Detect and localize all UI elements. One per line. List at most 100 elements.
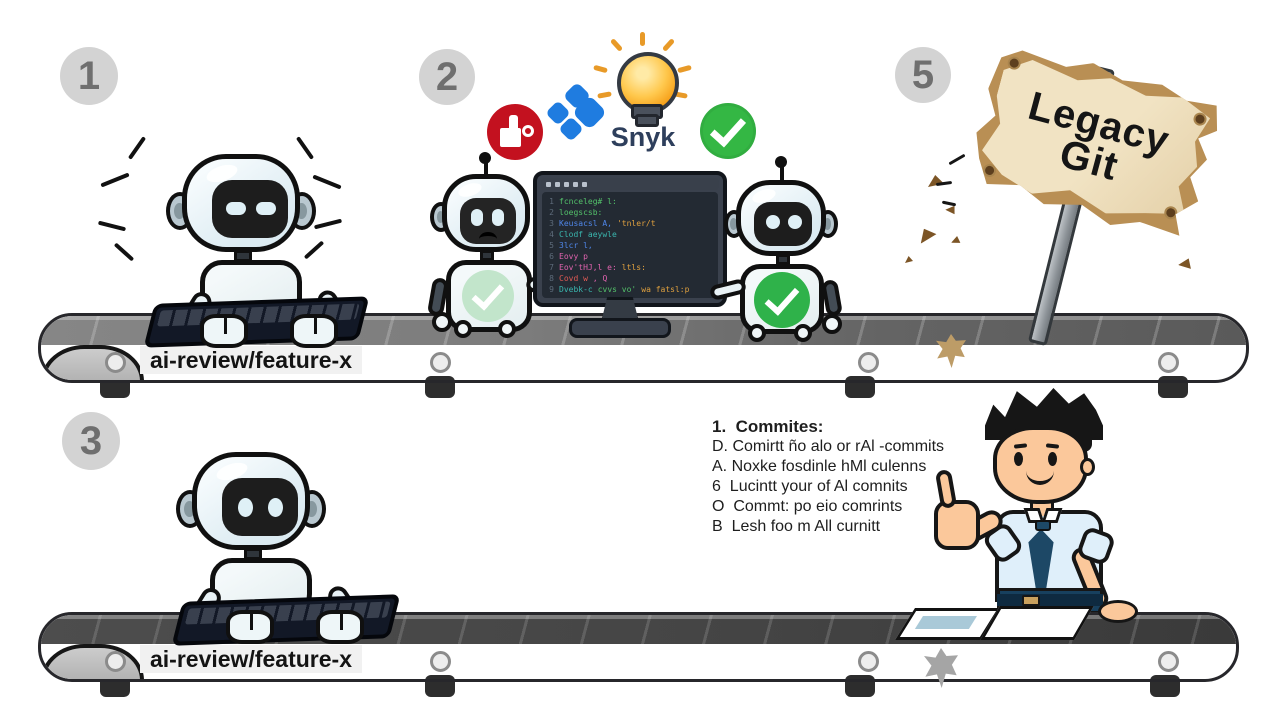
belt-bolt: [1158, 651, 1179, 672]
robot-hand: [822, 314, 842, 334]
belt-bolt: [858, 651, 879, 672]
notes-list: D. Comirtt ño alo or rAl -commits A. Noxk…: [712, 437, 945, 537]
robot-eye: [256, 202, 276, 215]
robot-eye: [268, 498, 283, 517]
belt-bolt: [430, 651, 451, 672]
motion-dash: [941, 200, 957, 207]
robot-hand: [316, 610, 364, 644]
robot-eye: [471, 209, 483, 226]
man-face: [993, 426, 1088, 504]
robot-neck: [776, 254, 790, 265]
robot-eye: [766, 215, 780, 229]
man-eye: [1048, 452, 1057, 466]
belt-bolt: [1158, 352, 1179, 373]
blank-document: [980, 606, 1094, 640]
belt-face: [41, 345, 144, 380]
commit-notes: 1. Commites: D. Comirtt ño alo or rAl -c…: [712, 416, 945, 537]
robot-reviewer-left: [426, 152, 566, 338]
legacy-git-sign: Legacy Git: [962, 39, 1225, 246]
belt-bolt: [105, 352, 126, 373]
branch-label-bottom: ai-review/feature-x: [140, 645, 362, 673]
robot-hand: [226, 610, 274, 644]
lightbulb-icon: [593, 32, 692, 128]
belt-bolt: [105, 651, 126, 672]
thumb-block-icon: [487, 104, 543, 160]
robot-visor: [754, 202, 812, 246]
check-icon: [462, 270, 514, 322]
belt-face: [41, 644, 144, 679]
wood-debris: [951, 235, 962, 245]
note-item: A. Noxke fosdinle hMl culenns: [712, 458, 927, 475]
robot-foot: [794, 324, 812, 342]
emphasis-line: [97, 220, 127, 232]
monitor-base: [569, 318, 671, 338]
man-ear: [1080, 458, 1095, 476]
man-smile: [1026, 470, 1054, 485]
wood-debris: [1178, 255, 1195, 271]
step-badge-5: 5: [895, 47, 951, 103]
snyk-logo: Snyk: [610, 122, 676, 152]
man-tie-knot: [1035, 520, 1051, 531]
note-item: D. Comirtt ño alo or rAl -commits: [712, 438, 945, 455]
robot-visor: [222, 478, 298, 536]
sign-paper: Legacy Git: [975, 51, 1214, 233]
robot-antenna-tip: [479, 152, 491, 164]
step-badge-3: 3: [62, 412, 120, 470]
robot-visor: [212, 180, 288, 238]
thumbs-up-hand: [934, 500, 980, 550]
robot-antenna-tip: [775, 156, 787, 168]
man-belt-buckle: [1022, 595, 1040, 606]
robot-antenna: [484, 162, 488, 176]
man-hand-on-belt: [1098, 600, 1138, 623]
robot-hand: [432, 312, 452, 332]
robot-frown: [479, 232, 497, 240]
robot-eye: [788, 215, 802, 229]
monitor-titlebar: [541, 178, 719, 190]
robot-eye: [226, 202, 246, 215]
robot-foot: [498, 320, 516, 338]
robot-foot: [748, 324, 766, 342]
robot-eye: [492, 209, 504, 226]
robot-hand: [200, 314, 248, 348]
step-badge-1: 1: [60, 47, 118, 105]
motion-dash: [935, 180, 953, 187]
wood-debris: [905, 256, 913, 263]
robot-arm: [820, 278, 844, 318]
robot-antenna: [780, 166, 784, 180]
emphasis-line: [100, 172, 130, 188]
note-item: B Lesh foo m All curnitt: [712, 518, 881, 535]
belt-bolt: [858, 352, 879, 373]
branch-label-top: ai-review/feature-x: [140, 346, 362, 374]
commit-notes-title: 1. Commites:: [712, 417, 824, 436]
robot-eye: [238, 498, 253, 517]
keyboard: [171, 594, 401, 646]
motion-dash: [948, 153, 966, 166]
man-belt: [997, 594, 1103, 606]
note-item: 6 Lucintt your of Al comnits: [712, 478, 908, 495]
robot-reviewer-right: [708, 156, 846, 342]
check-icon: [754, 272, 810, 328]
sign-nail: [984, 165, 995, 176]
robot-neck: [480, 250, 494, 261]
emphasis-line: [127, 136, 147, 160]
robot-hand: [290, 314, 338, 348]
check-circle-icon: [700, 103, 756, 159]
robot-foot: [454, 320, 472, 338]
robot-author: [150, 140, 380, 340]
note-item: O Commt: po eio comrints: [712, 498, 903, 515]
man-eye: [1014, 452, 1023, 466]
belt-bolt: [430, 352, 451, 373]
step-badge-2: 2: [419, 49, 475, 105]
